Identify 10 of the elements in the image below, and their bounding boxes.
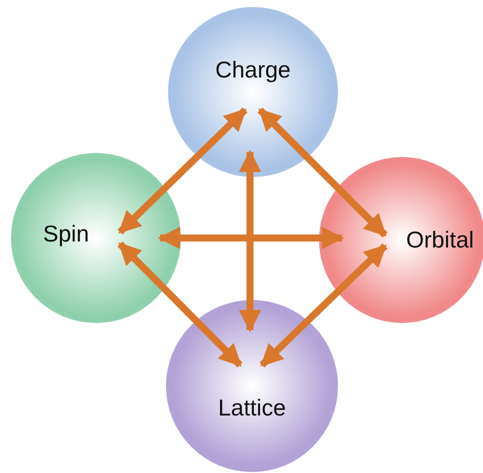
node-label: Orbital: [406, 226, 474, 254]
double-arrow: [118, 242, 242, 368]
node-label: Lattice: [218, 394, 286, 422]
double-arrow: [238, 150, 262, 332]
node-label: Charge: [215, 56, 291, 84]
double-arrow: [260, 243, 388, 368]
double-arrow: [118, 108, 248, 234]
node-label: Spin: [42, 220, 90, 248]
double-arrow: [158, 226, 344, 250]
double-arrow: [258, 108, 388, 238]
